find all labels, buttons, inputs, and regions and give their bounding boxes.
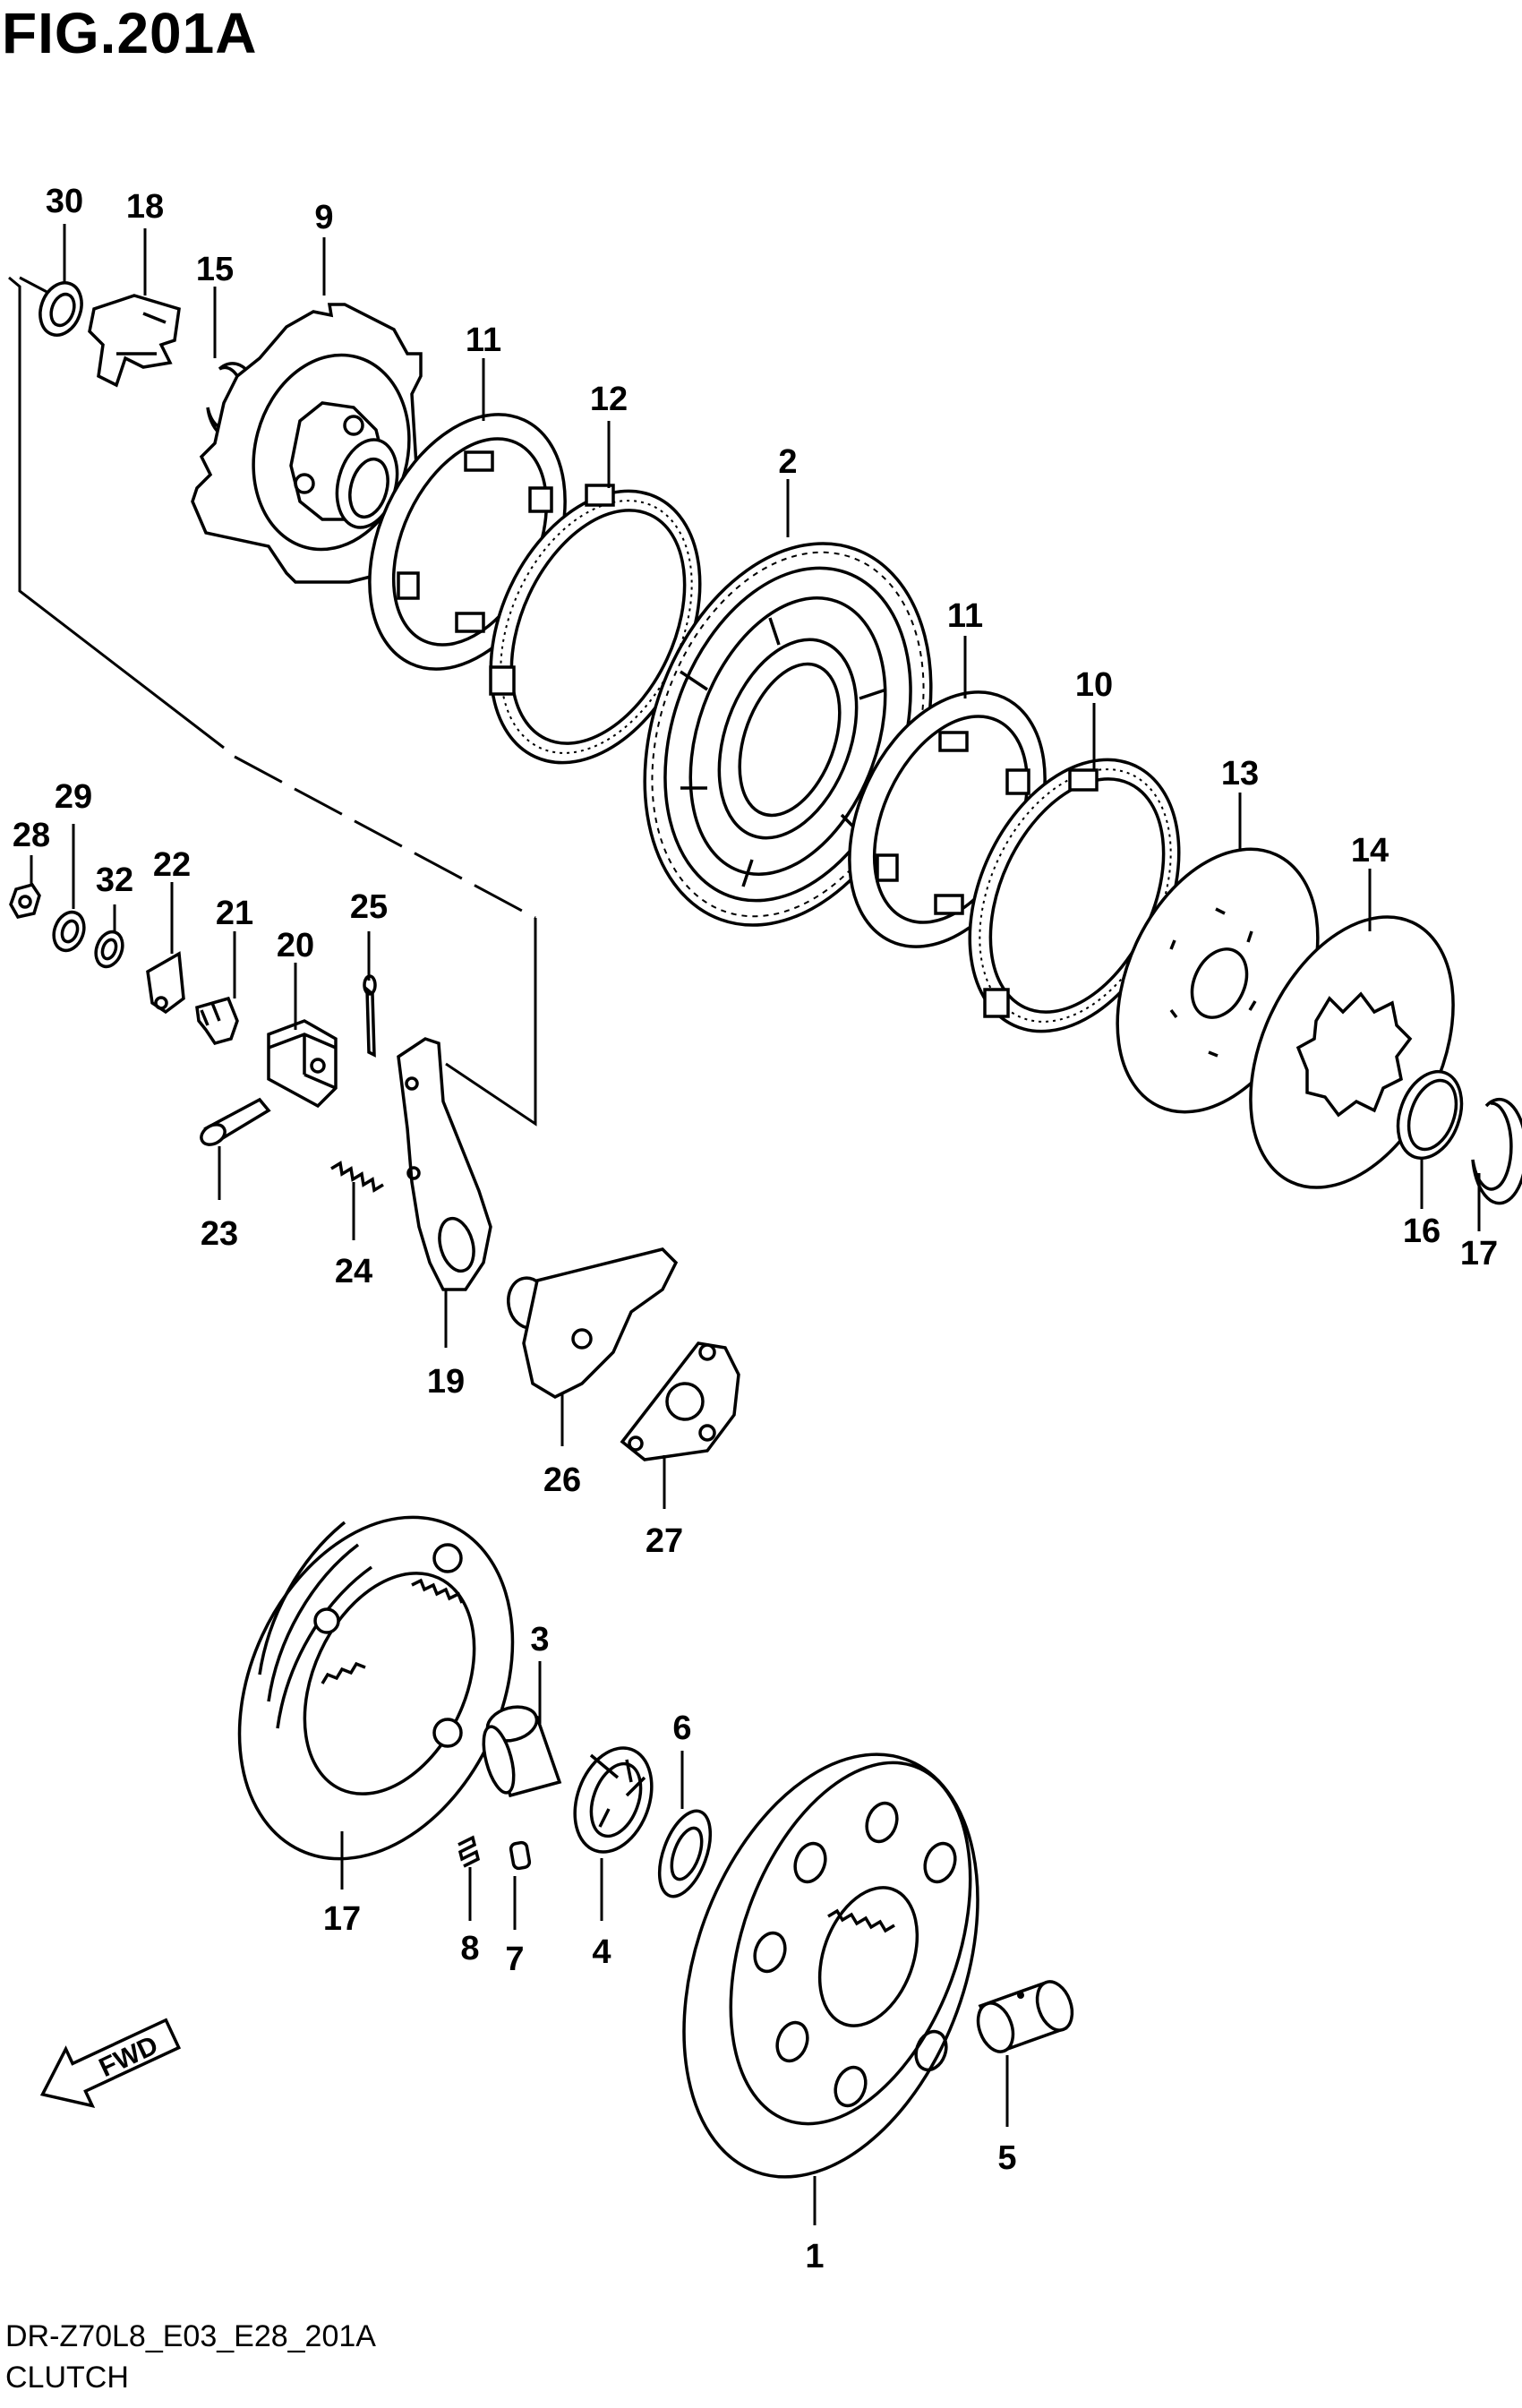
part-32-washer: [94, 930, 124, 969]
part-9-plate: [191, 303, 423, 584]
section-name: CLUTCH: [5, 2361, 129, 2395]
part-7-roller: [509, 1840, 532, 1871]
callout-9: 9: [314, 199, 333, 236]
leader-lines: [30, 224, 1481, 2225]
part-29-nut: [9, 882, 41, 919]
part-26-cotter-pin: [363, 974, 377, 1058]
part-23-plate: [146, 951, 185, 1015]
part-25-spring: [330, 1161, 384, 1193]
callout-28: 27: [646, 1522, 683, 1560]
callout-25: 24: [335, 1253, 372, 1290]
part-2-primary-gear: [643, 542, 933, 927]
part-27-cam-plate: [507, 1247, 679, 1399]
part-24-pin: [200, 1097, 271, 1146]
callout-1: 1: [805, 2238, 824, 2275]
callout-14: 14: [1351, 832, 1389, 870]
callout-29: 28: [13, 817, 50, 854]
callout-12: 12: [590, 381, 628, 418]
part-8-spring: [457, 1835, 481, 1868]
model-code: DR-Z70L8_E03_E28_201A: [5, 2319, 376, 2353]
callout-7: 7: [505, 1941, 524, 1978]
callout-20: 19: [427, 1363, 465, 1401]
part-12-friction-disc: [489, 484, 702, 765]
callout-5: 5: [997, 2139, 1016, 2177]
callout-31: 30: [46, 183, 83, 220]
assembly-bracket-outline: [8, 276, 537, 1127]
figure-title: FIG.201A: [2, 1, 258, 65]
part-22-bolt: [195, 996, 239, 1046]
callout-23: 22: [153, 846, 191, 884]
part-30-washer: [52, 910, 86, 953]
callout-6: 6: [672, 1710, 691, 1747]
callout-32: 32: [96, 861, 133, 899]
part-5-sleeve: [976, 1980, 1074, 2053]
callout-8: 8: [460, 1930, 479, 1967]
callout-30: 29: [55, 778, 92, 816]
callout-24: 23: [201, 1215, 238, 1253]
part-17-circlip: [1471, 1097, 1522, 1205]
callout-13: 13: [1221, 755, 1259, 793]
part-6-washer: [657, 1809, 713, 1898]
part-18-clutch-shoe: [237, 1515, 515, 1861]
callout-labels: 30 18 15 9 11 12 2 11 10 13 14 16 17 28 …: [13, 183, 1498, 2275]
callout-11-lower: 11: [947, 597, 983, 635]
callout-16: 15: [196, 251, 234, 288]
part-21-clevis: [267, 1019, 338, 1109]
part-11-plate-lower: [848, 690, 1047, 948]
part-1-clutch-housing: [682, 1752, 979, 2179]
callout-27: 26: [543, 1461, 581, 1499]
callout-21: 20: [277, 927, 314, 964]
part-4-one-way-clutch: [573, 1746, 654, 1854]
callout-4: 4: [592, 1933, 611, 1971]
callout-19: 18: [126, 188, 164, 226]
part-20-release-lever: [397, 1037, 492, 1291]
callout-18-text: 17: [323, 1900, 361, 1938]
callout-15-text: 16: [1403, 1213, 1441, 1250]
part-19-cam: [88, 294, 181, 388]
callout-17: 17: [1460, 1235, 1498, 1273]
part-3-bushing: [482, 1705, 562, 1798]
callout-26: 25: [350, 888, 388, 926]
callout-22: 21: [216, 895, 253, 932]
part-15-collar: [1396, 1069, 1464, 1161]
part-31-bearing: [38, 281, 83, 337]
part-28-gasket: [620, 1341, 740, 1461]
callout-11-upper: 11: [466, 321, 501, 359]
callout-10: 10: [1075, 666, 1113, 704]
callout-2: 2: [778, 443, 797, 481]
forward-arrow-icon: FWD: [39, 2018, 182, 2109]
callout-3: 3: [530, 1621, 549, 1658]
